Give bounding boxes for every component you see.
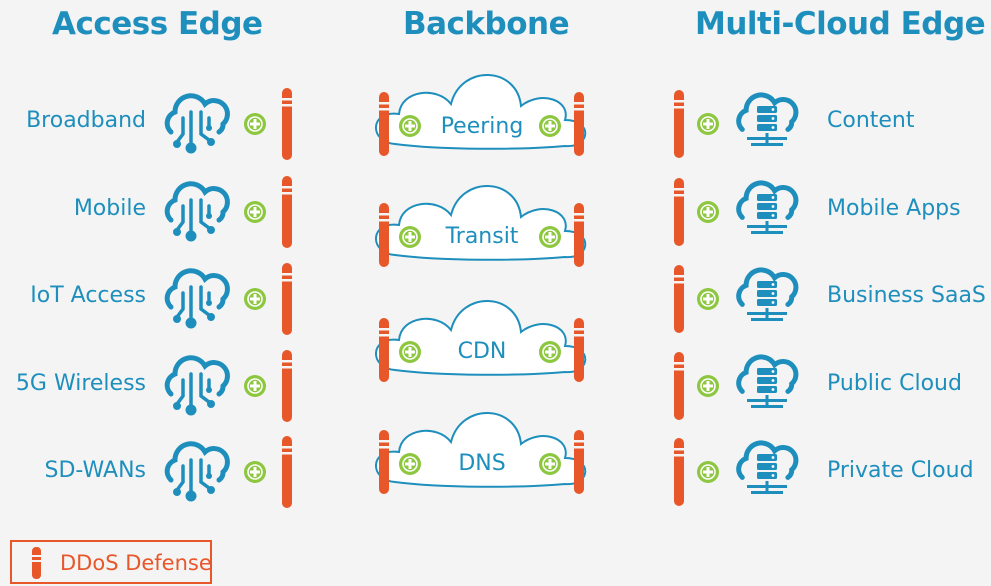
ddos-defense-bar-icon (574, 203, 584, 267)
multi-cloud-edge-title: Multi-Cloud Edge (695, 6, 986, 42)
ddos-defense-bar-icon (574, 318, 584, 382)
ddos-defense-bar-icon (32, 547, 41, 579)
green-connector-icon (697, 375, 719, 397)
green-connector-icon (697, 288, 719, 310)
cloud-label-mobile-apps: Mobile Apps (827, 196, 961, 221)
green-connector-icon (697, 201, 719, 223)
ddos-defense-bar-icon (379, 203, 389, 267)
green-connector-icon (697, 113, 719, 135)
backbone-cloud-icon (375, 74, 587, 150)
green-connector-icon (399, 115, 421, 137)
access-cloud-icon (164, 441, 230, 502)
ddos-defense-bar-icon (379, 430, 389, 494)
ddos-defense-bar-icon (282, 88, 292, 160)
server-cloud-icon (736, 440, 799, 494)
access-edge-title: Access Edge (52, 6, 263, 42)
green-connector-icon (539, 453, 561, 475)
cloud-label-public-cloud: Public Cloud (827, 371, 962, 396)
server-cloud-icon (736, 354, 799, 408)
ddos-defense-bar-icon (674, 90, 684, 158)
server-cloud-icon (736, 267, 799, 321)
access-label-mobile: Mobile (73, 196, 146, 221)
access-cloud-icon (164, 355, 230, 416)
green-connector-icon (399, 453, 421, 475)
legend: DDoS Defense (10, 540, 212, 584)
green-connector-icon (244, 201, 266, 223)
green-connector-icon (697, 461, 719, 483)
access-label-iot: IoT Access (30, 283, 146, 308)
access-label-5g: 5G Wireless (15, 371, 146, 396)
cloud-label-business-saas: Business SaaS (827, 283, 986, 308)
green-connector-icon (539, 341, 561, 363)
ddos-defense-bar-icon (282, 263, 292, 335)
green-connector-icon (539, 115, 561, 137)
green-connector-icon (539, 226, 561, 248)
backbone-cloud-icon (375, 185, 587, 261)
green-connector-icon (244, 375, 266, 397)
ddos-defense-bar-icon (379, 318, 389, 382)
green-connector-icon (244, 113, 266, 135)
green-connector-icon (244, 288, 266, 310)
legend-label: DDoS Defense (60, 551, 212, 575)
ddos-defense-bar-icon (379, 92, 389, 156)
server-cloud-icon (736, 92, 799, 146)
ddos-defense-bar-icon (674, 265, 684, 333)
ddos-defense-bar-icon (282, 436, 292, 508)
backbone-label-transit: Transit (445, 224, 519, 249)
access-label-sdwan: SD-WANs (44, 458, 146, 483)
backbone-label-cdn: CDN (457, 339, 507, 364)
backbone-label-peering: Peering (440, 114, 524, 139)
access-cloud-icon (164, 93, 230, 154)
ddos-defense-bar-icon (674, 352, 684, 420)
backbone-title: Backbone (403, 6, 570, 42)
ddos-defense-bar-icon (282, 176, 292, 248)
server-cloud-icon (736, 180, 799, 234)
ddos-defense-bar-icon (574, 92, 584, 156)
backbone-label-dns: DNS (458, 451, 506, 476)
backbone-cloud-icon (375, 412, 587, 488)
cloud-label-content: Content (827, 108, 915, 133)
access-label-broadband: Broadband (26, 108, 146, 133)
ddos-defense-bar-icon (674, 178, 684, 246)
ddos-defense-bar-icon (674, 438, 684, 506)
access-cloud-icon (164, 268, 230, 329)
backbone-cloud-icon (375, 300, 587, 376)
green-connector-icon (399, 226, 421, 248)
green-connector-icon (399, 341, 421, 363)
green-connector-icon (244, 461, 266, 483)
cloud-label-private-cloud: Private Cloud (827, 458, 974, 483)
access-cloud-icon (164, 181, 230, 242)
ddos-defense-bar-icon (574, 430, 584, 494)
ddos-defense-bar-icon (282, 350, 292, 422)
